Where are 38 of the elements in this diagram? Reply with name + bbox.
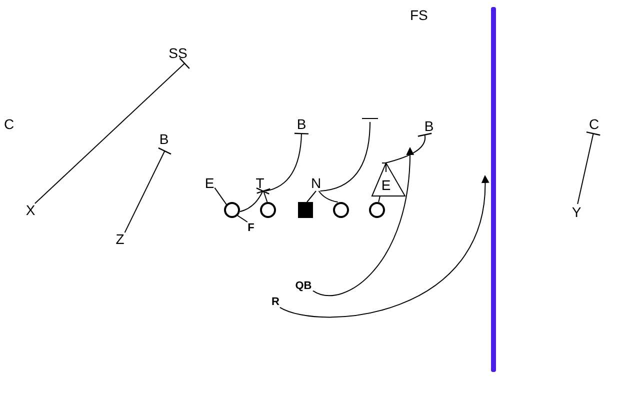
block-bar	[362, 118, 378, 122]
player-label: B	[422, 118, 436, 134]
route-line	[385, 134, 432, 164]
route-line	[577, 131, 601, 204]
player-label: B	[294, 116, 309, 132]
route-line	[318, 190, 338, 202]
player-label: F	[245, 222, 257, 236]
player-label: N	[309, 175, 323, 191]
player-label: E	[380, 177, 392, 193]
route-line	[240, 187, 270, 212]
player-label: X	[25, 202, 36, 217]
player-label: R	[270, 296, 281, 308]
player-label: QB	[293, 280, 314, 292]
circle-symbol	[333, 202, 349, 218]
route-line	[124, 147, 172, 233]
route-line	[306, 190, 316, 202]
player-label: C	[4, 116, 14, 132]
route-line	[34, 58, 190, 204]
route-line	[312, 147, 414, 296]
route-line	[214, 187, 227, 205]
player-label: B	[157, 131, 171, 147]
player-label: FS	[410, 7, 428, 23]
route-line	[256, 188, 271, 202]
route-line	[279, 175, 489, 318]
route-line	[378, 196, 380, 202]
square-symbol	[298, 202, 313, 218]
player-label: SS	[167, 45, 189, 61]
player-label: Z	[114, 231, 126, 246]
circle-symbol	[260, 202, 276, 218]
route-line	[237, 215, 248, 222]
circle-symbol	[224, 202, 240, 218]
player-label: T	[253, 175, 267, 191]
player-label: C	[587, 116, 601, 132]
player-label: E	[203, 175, 216, 191]
player-label: Y	[571, 204, 582, 219]
circle-symbol	[369, 202, 385, 218]
route-line	[320, 122, 370, 192]
route-line	[265, 132, 310, 192]
